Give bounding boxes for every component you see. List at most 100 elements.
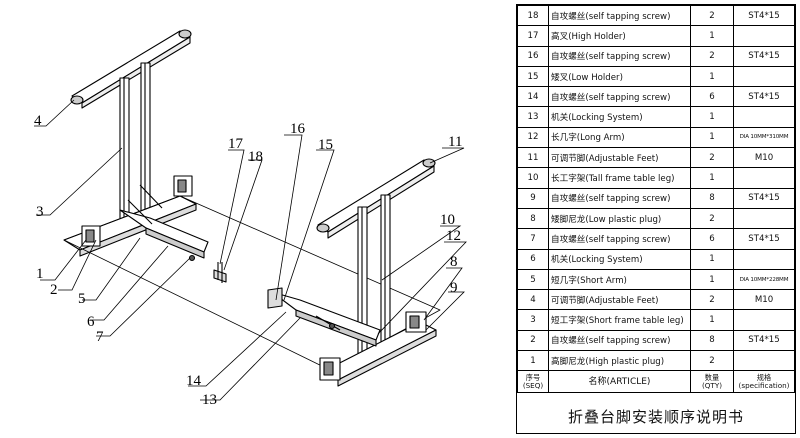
document-title: 折叠台脚安装顺序说明书 [567, 408, 744, 426]
parts-cell-qty: 1 [690, 106, 734, 128]
short-frame [63, 29, 197, 257]
parts-cell-qty: 1 [690, 248, 734, 270]
holders [213, 262, 227, 283]
parts-cell-name: 可调节脚(Adjustable Feet) [548, 147, 691, 169]
left-feet [81, 175, 193, 247]
parts-cell-spec: ST4*15 [733, 4, 795, 27]
parts-cell-name: 可调节脚(Adjustable Feet) [548, 289, 691, 311]
parts-cell-seq: 18 [517, 4, 549, 27]
parts-cell-spec: DIA 10MM*310MM [733, 126, 795, 149]
parts-cell-seq: 11 [517, 147, 549, 169]
right-feet [319, 311, 427, 381]
parts-cell-seq: 14 [517, 86, 549, 108]
parts-cell-seq: 1 [517, 350, 549, 372]
parts-cell-qty: 8 [690, 187, 734, 209]
parts-cell-spec: ST4*15 [733, 329, 795, 352]
parts-cell-qty: 6 [690, 86, 734, 108]
parts-cell-seq: 5 [517, 268, 549, 291]
callout-4: 4 [34, 113, 42, 129]
parts-cell-seq: 17 [517, 25, 549, 47]
header-article: 名称(ARTICLE) [548, 370, 691, 394]
parts-cell-qty: 2 [690, 45, 734, 67]
callout-14: 14 [186, 373, 202, 389]
callout-10: 10 [440, 212, 455, 228]
parts-cell-spec: ST4*15 [733, 228, 795, 250]
parts-cell-seq: 12 [517, 126, 549, 149]
callout-16: 16 [290, 121, 306, 137]
callout-15: 15 [318, 137, 333, 153]
header-spec: 规格(specification) [733, 370, 795, 394]
parts-cell-name: 高叉(High Holder) [548, 25, 691, 47]
parts-cell-name: 长工字架(Tall frame table leg) [548, 167, 691, 189]
parts-cell-qty: 2 [690, 350, 734, 372]
callout-7: 7 [96, 329, 104, 345]
callout-1: 1 [36, 266, 44, 282]
parts-cell-spec [733, 25, 795, 47]
assembly-drawing: 1 2 3 4 5 6 7 8 9 10 11 12 13 14 15 16 1… [34, 29, 467, 408]
parts-cell-spec: ST4*15 [733, 86, 795, 108]
parts-cell-name: 自攻螺丝(self tapping screw) [548, 86, 691, 108]
parts-cell-name: 自攻螺丝(self tapping screw) [548, 45, 691, 67]
parts-cell-seq: 15 [517, 65, 549, 88]
parts-cell-seq: 16 [517, 45, 549, 67]
header-qty: 数量(QTY) [690, 370, 734, 394]
parts-cell-spec [733, 207, 795, 230]
callout-5: 5 [78, 291, 86, 307]
parts-cell-spec: DIA 10MM*228MM [733, 268, 795, 291]
parts-cell-name: 自攻螺丝(self tapping screw) [548, 228, 691, 250]
parts-cell-seq: 6 [517, 248, 549, 270]
parts-cell-spec [733, 309, 795, 331]
parts-cell-seq: 4 [517, 289, 549, 311]
short-arm [119, 184, 209, 262]
callout-3: 3 [36, 204, 44, 220]
parts-cell-qty: 1 [690, 167, 734, 189]
parts-cell-spec [733, 350, 795, 372]
parts-cell-qty: 1 [690, 309, 734, 331]
parts-cell-qty: 2 [690, 207, 734, 230]
callout-9: 9 [450, 280, 458, 296]
parts-cell-qty: 2 [690, 289, 734, 311]
parts-cell-name: 自攻螺丝(self tapping screw) [548, 4, 691, 27]
parts-cell-spec: ST4*15 [733, 45, 795, 67]
tall-frame [316, 158, 437, 387]
callout-18: 18 [248, 149, 263, 165]
header-seq: 序号(SEQ) [517, 370, 549, 394]
callout-17: 17 [228, 136, 244, 152]
parts-cell-seq: 2 [517, 329, 549, 352]
parts-cell-spec: M10 [733, 289, 795, 311]
parts-cell-name: 高脚尼龙(High plastic plug) [548, 350, 691, 372]
callout-2: 2 [50, 282, 58, 298]
parts-cell-name: 机关(Locking System) [548, 106, 691, 128]
parts-cell-name: 自攻螺丝(self tapping screw) [548, 187, 691, 209]
leader-lines [34, 99, 467, 401]
parts-cell-spec [733, 106, 795, 128]
parts-cell-spec [733, 65, 795, 88]
parts-table-header: 序号(SEQ) 名称(ARTICLE) 数量(QTY) 规格(specifica… [517, 370, 795, 394]
callout-8: 8 [450, 254, 458, 270]
long-arm [267, 287, 381, 347]
parts-cell-qty: 2 [690, 4, 734, 27]
parts-cell-name: 矮叉(Low Holder) [548, 65, 691, 88]
parts-cell-spec [733, 167, 795, 189]
callout-12: 12 [446, 228, 461, 244]
parts-cell-seq: 7 [517, 228, 549, 250]
parts-cell-seq: 8 [517, 207, 549, 230]
parts-cell-name: 自攻螺丝(self tapping screw) [548, 329, 691, 352]
